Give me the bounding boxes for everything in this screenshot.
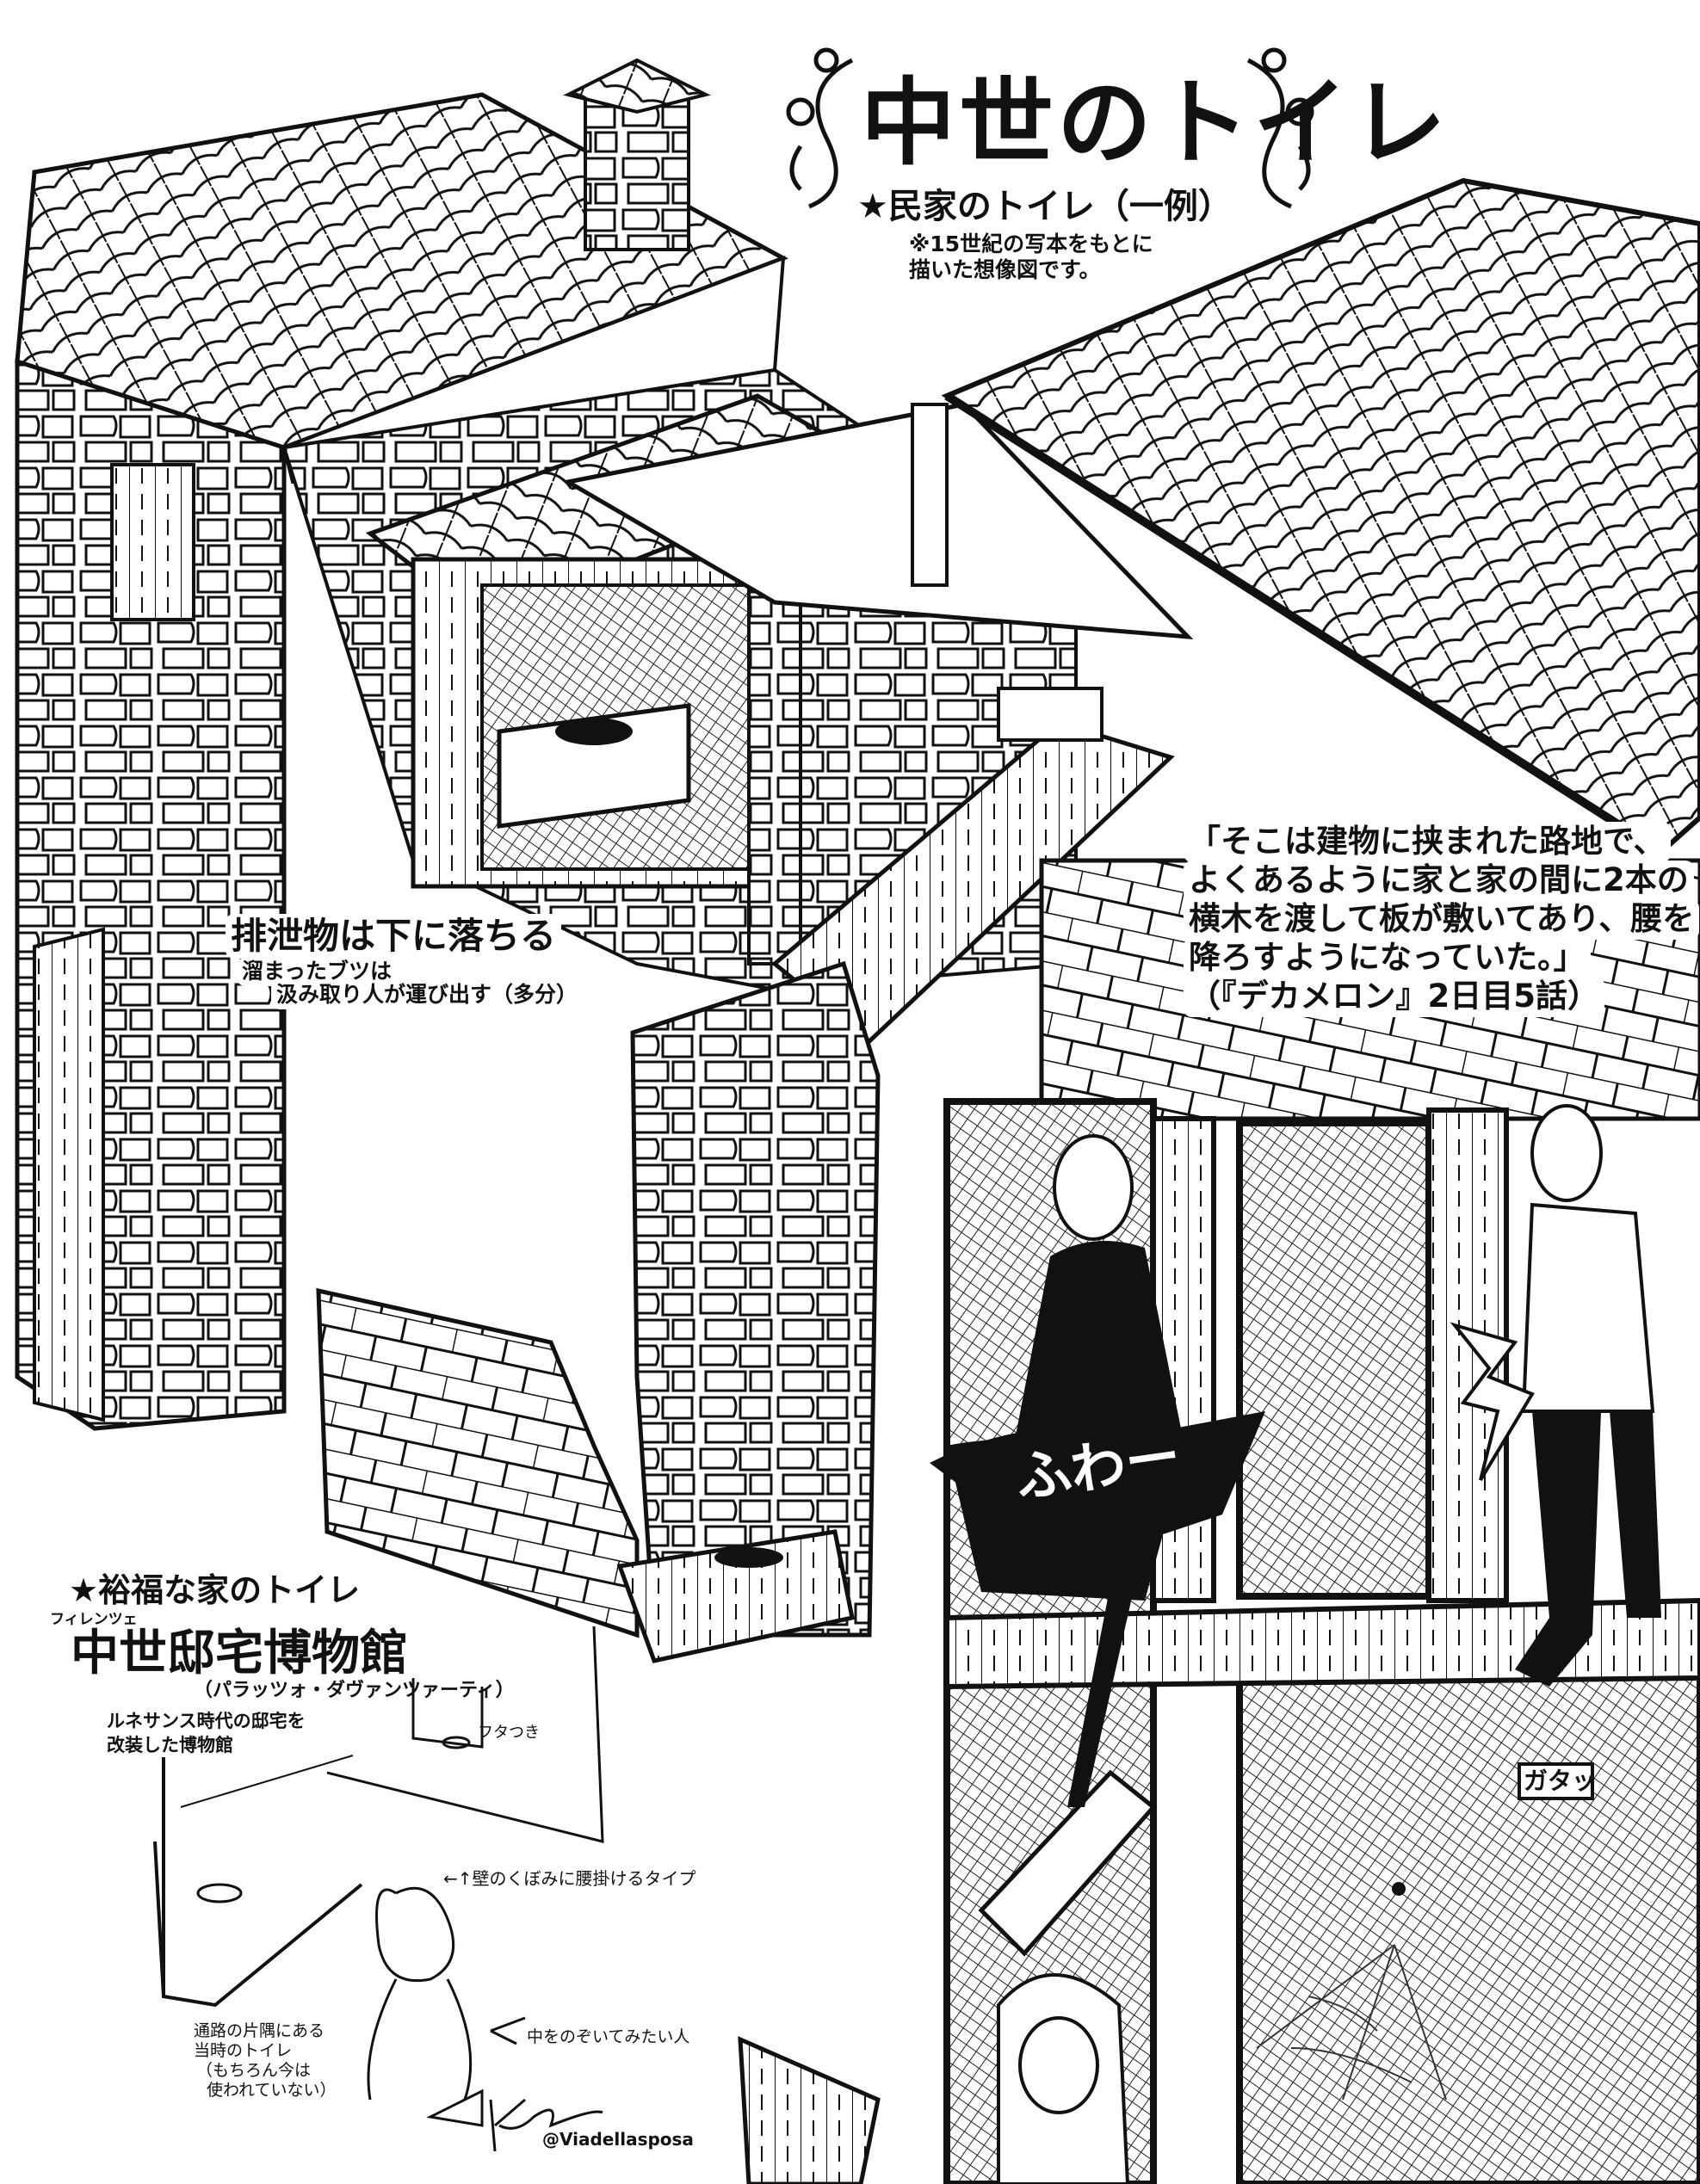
signature	[489, 2098, 603, 2152]
quote-source: （『デカメロン』2日目5話）	[1184, 977, 1604, 1017]
niche-label: ←↑壁のくぼみに腰掛けるタイプ	[443, 1868, 696, 1889]
corridor-line-1: 通路の片隅にある	[194, 2021, 325, 2040]
commoner-note-line-2: 描いた想像図です。	[904, 256, 1106, 285]
quote-line-3: 横木を渡して板が敷いてあり、腰を	[1184, 899, 1700, 940]
toilet-house	[281, 367, 1194, 1663]
corridor-line-2: 当時のトイレ	[194, 2041, 293, 2060]
sfx-clatter-box	[1518, 1762, 1594, 1800]
museum-sketch	[153, 1626, 604, 2127]
museum-desc-line-1: ルネサンス時代の邸宅を	[102, 1709, 311, 1734]
sfx-clatter: ガタッ	[1524, 1767, 1597, 1795]
waste-heading: 排泄物は下に落ちる	[226, 914, 562, 959]
left-house	[15, 58, 788, 1431]
peeker-label: 中をのぞいてみたい人	[527, 2027, 690, 2046]
title-ornament-left	[786, 47, 854, 209]
lid-label: フタつき	[478, 1724, 540, 1742]
quote-line-4: 降ろすようになっていた。」	[1184, 938, 1591, 978]
corridor-line-4: 使われていない）	[207, 2081, 337, 2100]
quote-line-2: よくあるように家と家の間に2本の	[1184, 861, 1694, 901]
comic-panels	[738, 1098, 1700, 2184]
museum-ruby: フィレンツェ	[50, 1611, 138, 1628]
quote-line-1: 「そこは建物に挟まれた路地で、	[1184, 822, 1671, 862]
wealthy-toilet-heading: ★裕福な家のトイレ	[64, 1570, 366, 1612]
waste-line-2: 汲み取り人が運び出す（多分）	[271, 981, 584, 1009]
artist-handle: @Viadellasposa	[542, 2129, 694, 2150]
corridor-line-3: （もちろん今は	[196, 2061, 312, 2080]
sfx-burst	[930, 1411, 1265, 1807]
commoner-note-line-1: ※15世紀の写本をもとに	[904, 231, 1159, 259]
commoner-toilet-heading: ★民家のトイレ（一例）	[852, 185, 1238, 228]
title-ornament-right	[1246, 47, 1314, 209]
page-title: 中世のトイレ	[861, 68, 1450, 178]
museum-reading: （パラッツォ・ダヴァンツァーティ）	[194, 1680, 515, 1701]
museum-name: 中世邸宅博物館	[65, 1625, 413, 1684]
museum-desc-line-2: 改装した博物館	[102, 1733, 238, 1758]
